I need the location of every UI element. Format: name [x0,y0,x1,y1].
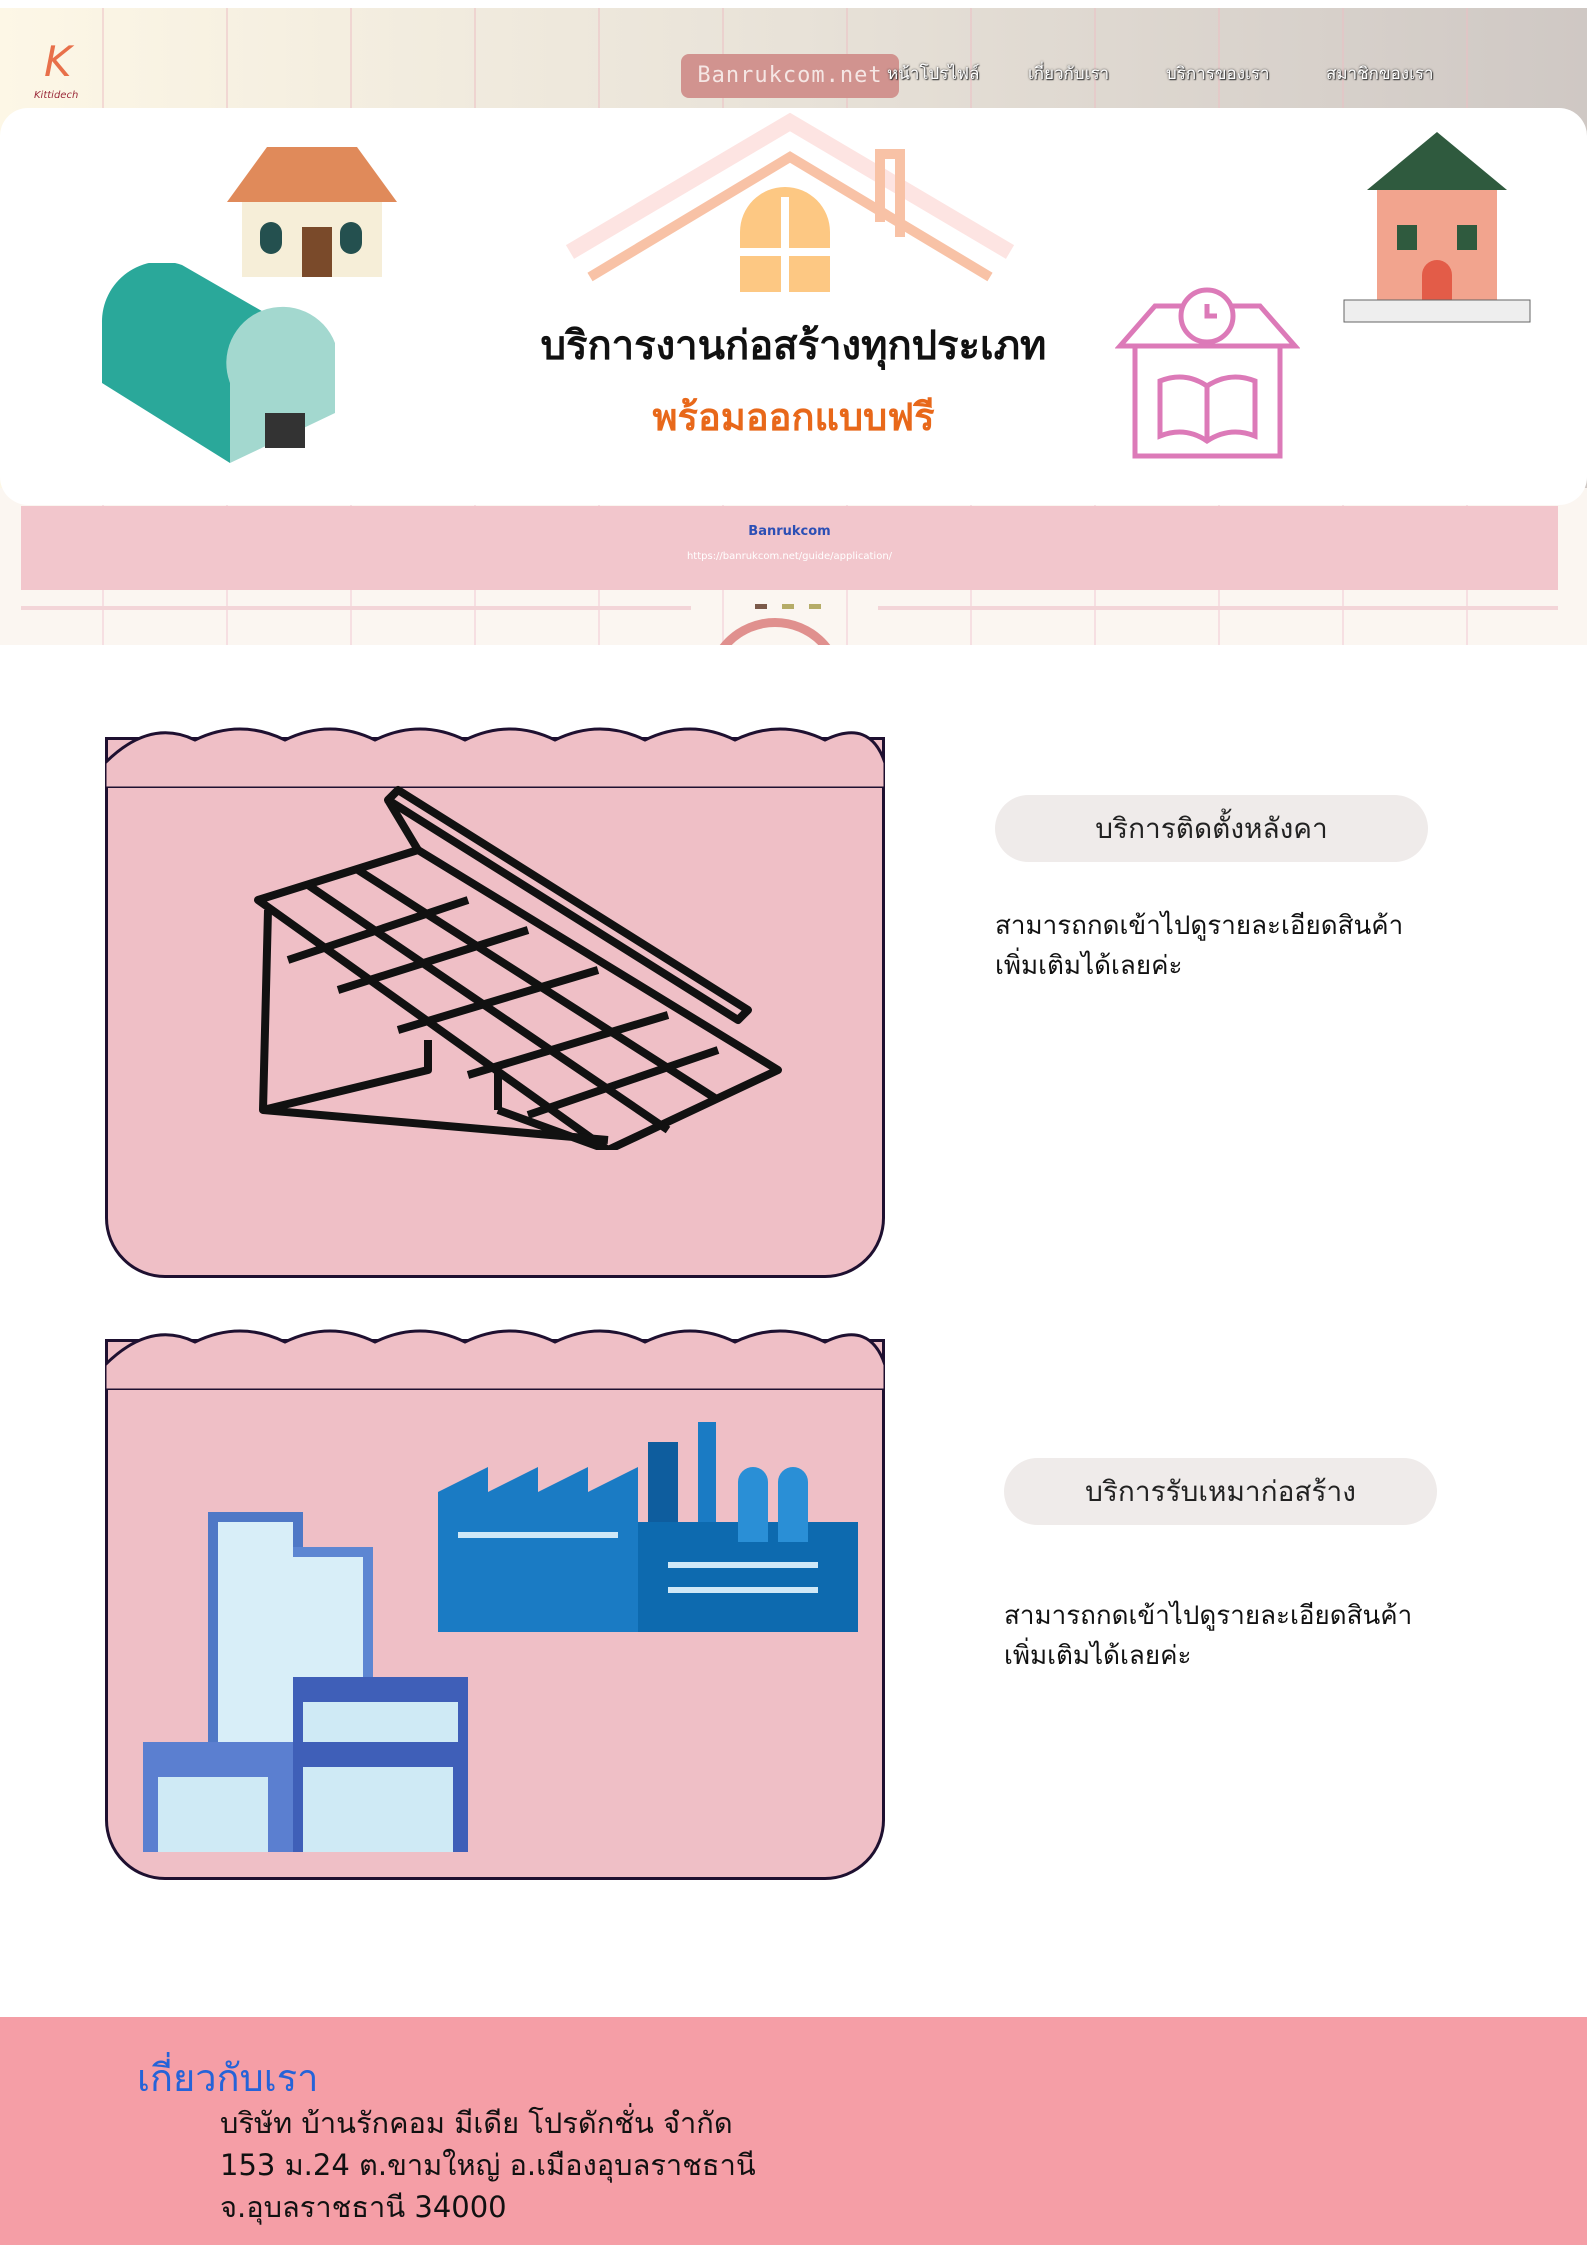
pink-house-illustration [1343,132,1531,323]
dot [755,604,767,609]
warehouse-illustration [101,263,335,463]
banner-subtitle: พร้อมออกแบบฟรี [652,395,935,439]
divider-line [21,606,691,610]
nav-profile[interactable]: หน้าโปรไฟล์ [887,64,980,84]
logo[interactable]: K Kittidech [30,36,100,106]
service-label-construction[interactable]: บริการรับเหมาก่อสร้าง [1004,1458,1437,1525]
banner-title: บริการงานก่อสร้างทุกประเภท [540,323,1047,369]
footer-address: 153 ม.24 ต.ขามใหญ่ อ.เมืองอุบลราชธานี [220,2148,756,2182]
svg-text:K: K [44,37,75,86]
office-buildings-illustration [143,1512,468,1852]
dot [809,604,821,609]
cottage-illustration [227,147,397,277]
scallop-border [105,1329,885,1390]
footer: เกี่ยวกับเรา บริษัท บ้านรักคอม มีเดีย โป… [0,2017,1587,2245]
footer-province: จ.อุบลราชธานี 34000 [220,2190,507,2224]
desc-line: สามารถกดเข้าไปดูรายละเอียดสินค้า [1004,1601,1413,1631]
scallop-border [105,727,885,788]
solar-panel-icon [254,786,782,1150]
strip-url[interactable]: https://banrukcom.net/guide/application/ [686,551,893,562]
dot [782,604,794,609]
brand-button[interactable]: Banrukcom.net [681,54,899,98]
desc-line: เพิ่มเติมได้เลยค่ะ [1004,1641,1192,1671]
service-desc-construction: สามารถกดเข้าไปดูรายละเอียดสินค้า เพิ่มเต… [1004,1596,1412,1676]
service-card-construction[interactable] [105,1329,885,1880]
service-label-roof[interactable]: บริการติดตั้งหลังคา [995,795,1428,862]
house-roof-icon [565,112,1015,292]
nav-members[interactable]: สมาชิกของเรา [1326,64,1434,84]
divider-line [878,606,1558,610]
banner-card: บริการงานก่อสร้างทุกประเภท พร้อมออกแบบฟร… [0,108,1587,505]
footer-company: บริษัท บ้านรักคอม มีเดีย โปรดักชั่น จำกั… [220,2106,733,2140]
desc-line: เพิ่มเติมได้เลยค่ะ [995,951,1183,981]
nav-about[interactable]: เกี่ยวกับเรา [1028,64,1110,84]
svg-text:Kittidech: Kittidech [34,90,78,101]
service-card-roof[interactable] [105,727,885,1278]
info-strip: Banrukcom https://banrukcom.net/guide/ap… [21,506,1558,590]
service-desc-roof: สามารถกดเข้าไปดูรายละเอียดสินค้า เพิ่มเต… [995,906,1403,986]
strip-brand: Banrukcom [748,524,831,539]
footer-title: เกี่ยวกับเรา [137,2056,319,2100]
factory-illustration [438,1422,858,1632]
library-icon [1115,287,1300,459]
nav-services[interactable]: บริการของเรา [1166,64,1270,84]
desc-line: สามารถกดเข้าไปดูรายละเอียดสินค้า [995,911,1404,941]
